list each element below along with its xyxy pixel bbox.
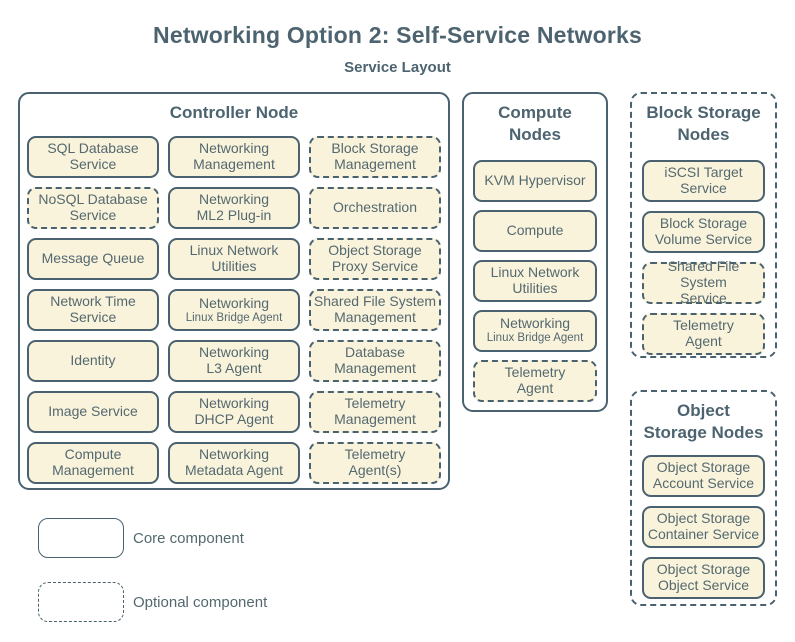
service-label: Networking [499,315,571,332]
service-label: Telemetry Agent(s) [344,446,406,479]
diagram-title: Networking Option 2: Self-Service Networ… [153,22,642,48]
service-label: Shared File System Service [667,257,740,306]
service-label: Telemetry Agent [673,316,734,349]
service-sql-database-service: SQL Database Service [27,136,159,179]
service-network-time-service: Network Time Service [27,289,159,332]
service-object-storage-account-service: Object Storage Account Service [642,454,765,497]
service-label: Telemetry Agent [504,363,566,396]
group-services: SQL Database Service Networking Managemen… [20,136,448,485]
service-nosql-database-service: NoSQL Database Service [27,187,159,230]
diagram-subtitle: Service Layout [344,59,451,76]
service-telemetry-agent: Telemetry Agent [473,359,597,402]
service-image-service: Image Service [27,391,159,434]
service-iscsi-target-service: iSCSI Target Service [642,159,765,202]
service-kvm-hypervisor: KVM Hypervisor [473,159,597,202]
service-label: Networking ML2 Plug-in [196,191,272,224]
service-label: KVM Hypervisor [484,171,586,188]
service-networking-management: Networking Management [168,136,300,179]
service-label: Shared File System Management [313,293,437,326]
service-shared-file-system-service: Shared File System Service [642,257,765,306]
service-label: Object Storage Proxy Service [328,242,422,275]
service-linux-network-utilities: Linux Network Utilities [168,238,300,281]
service-sublabel: Linux Bridge Agent [486,332,584,345]
service-label: Networking L3 Agent [198,344,270,377]
service-label: Orchestration [332,199,418,216]
service-label: Message Queue [41,250,145,267]
service-label: Image Service [48,403,138,420]
service-label: Identity [70,352,116,369]
service-networking-metadata-agent: Networking Metadata Agent [168,442,300,485]
legend-core-swatch [38,518,124,558]
group-title: Block Storage Nodes [646,103,761,145]
service-compute-management: Compute Management [27,442,159,485]
service-telemetry-agent: Telemetry Agent [642,312,765,355]
service-label: Telemetry Management [334,395,416,428]
service-object-storage-object-service: Object Storage Object Service [642,556,765,599]
service-sublabel: Linux Bridge Agent [185,311,283,324]
service-label: Networking DHCP Agent [194,395,274,428]
service-label: Compute [506,221,564,238]
service-networking-ml2-plug-in: Networking ML2 Plug-in [168,187,300,230]
service-label: Linux Network Utilities [490,263,580,296]
object-storage-nodes-group: Object Storage Nodes Object Storage Acco… [630,390,777,606]
service-label: Networking [198,295,270,312]
service-database-management: Database Management [309,340,441,383]
service-label: Networking Management [193,140,275,173]
legend-optional-label: Optional component [133,594,268,611]
service-message-queue: Message Queue [27,238,159,281]
service-label: NoSQL Database Service [38,191,148,224]
service-compute: Compute [473,209,597,252]
service-shared-file-system-management: Shared File System Management [309,289,441,332]
service-label: Compute Management [52,446,134,479]
block-storage-nodes-group: Block Storage Nodes iSCSI Target Service… [630,92,777,358]
service-label: Database Management [334,344,416,377]
service-label: Network Time Service [50,293,136,326]
group-title: Object Storage Nodes [643,401,764,443]
legend-optional-swatch [38,582,124,622]
service-block-storage-management: Block Storage Management [309,136,441,179]
service-networking-l3-agent: Networking L3 Agent [168,340,300,383]
service-linux-network-utilities: Linux Network Utilities [473,259,597,302]
service-label: Block Storage Volume Service [654,214,753,247]
service-label: Object Storage Account Service [652,458,755,491]
service-label: Networking Metadata Agent [184,446,284,479]
service-telemetry-management: Telemetry Management [309,391,441,434]
service-label: Object Storage Container Service [647,509,760,542]
group-title: Controller Node [169,103,299,122]
service-identity: Identity [27,340,159,383]
service-label: Block Storage Management [331,140,419,173]
service-object-storage-container-service: Object Storage Container Service [642,505,765,548]
service-label: SQL Database Service [47,140,139,173]
service-block-storage-volume-service: Block Storage Volume Service [642,210,765,253]
service-label: Object Storage Object Service [656,560,751,593]
service-label: iSCSI Target Service [664,163,743,196]
service-label: Linux Network Utilities [189,242,279,275]
service-orchestration: Orchestration [309,187,441,230]
service-object-storage-proxy-service: Object Storage Proxy Service [309,238,441,281]
service-networking-dhcp-agent: Networking DHCP Agent [168,391,300,434]
legend-core-label: Core component [133,530,244,547]
group-title: Compute Nodes [498,103,572,145]
service-telemetry-agent-s: Telemetry Agent(s) [309,442,441,485]
